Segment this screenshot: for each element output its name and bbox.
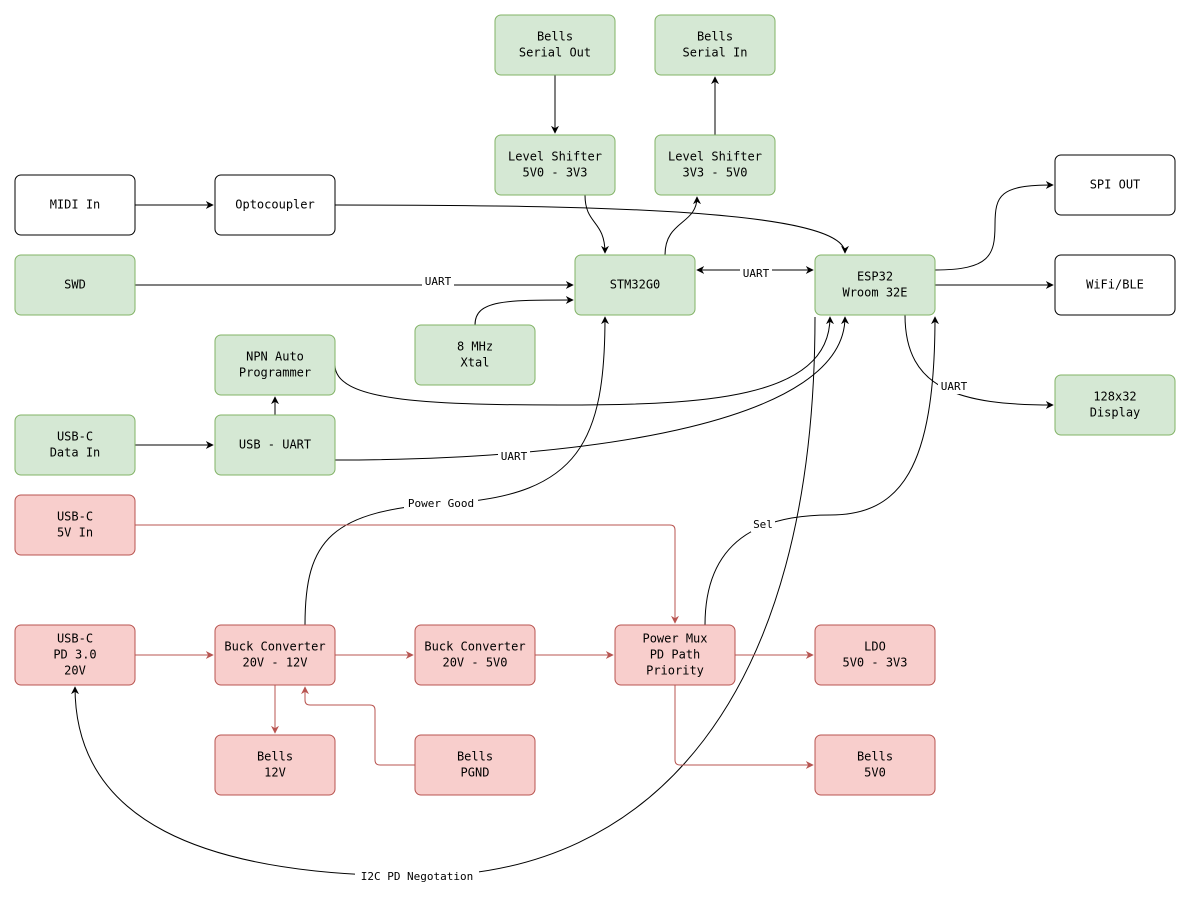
edge-xtal-to-stm32 [474, 296, 574, 326]
edge-label-text: UART [501, 450, 528, 463]
node-label-line: USB-C [57, 510, 93, 524]
node-swd: SWD [14, 254, 136, 316]
node-label-line: MIDI In [50, 198, 101, 212]
node-xtal: 8 MHz Xtal [414, 324, 536, 386]
node-label-line: 3V3 - 5V0 [682, 166, 747, 180]
node-spi-out: SPI OUT [1054, 154, 1176, 216]
node-ldo: LDO 5V0 - 3V3 [814, 624, 936, 686]
node-stm32g0: STM32G0 [574, 254, 696, 316]
edge-level-shifter-5v0-to-stm32 [584, 194, 609, 254]
node-label-line: 8 MHz [457, 340, 493, 354]
node-label-line: SPI OUT [1090, 178, 1141, 192]
node-label-line: STM32G0 [610, 278, 661, 292]
edge-esp32-to-spi-out [934, 181, 1054, 271]
node-label-line: Xtal [461, 356, 490, 370]
nodes: Bells Serial Out Bells Serial In Level S… [14, 14, 1176, 796]
edge-label-text: Sel [753, 518, 773, 531]
edge-label-text: Power Good [408, 497, 474, 510]
node-label-line: ESP32 [857, 270, 893, 284]
node-bells-serial-out: Bells Serial Out [494, 14, 616, 76]
node-label-line: Level Shifter [508, 150, 602, 164]
node-label-line: NPN Auto [246, 350, 304, 364]
node-buck-20v-12v: Buck Converter 20V - 12V [214, 624, 336, 686]
node-label-line: 128x32 [1093, 390, 1136, 404]
node-level-shifter-5v0-3v3: Level Shifter 5V0 - 3V3 [494, 134, 616, 196]
node-power-mux: Power Mux PD Path Priority [614, 624, 736, 686]
node-label-line: Priority [646, 664, 704, 678]
node-wifi-ble: WiFi/BLE [1054, 254, 1176, 316]
node-usbc-5v-in: USB-C 5V In [14, 494, 136, 556]
node-label-line: 5V0 - 3V3 [842, 656, 907, 670]
node-label-line: Serial Out [519, 46, 591, 60]
edge-labels: UART UART UART UART Power Good Sel I2C P… [355, 267, 970, 884]
node-label-line: USB - UART [239, 438, 311, 452]
node-display: 128x32 Display [1054, 374, 1176, 436]
node-label-line: Buck Converter [224, 640, 325, 654]
edge-label-usb-uart-esp: UART [498, 450, 530, 464]
node-label-line: Bells [457, 750, 493, 764]
node-label-line: 20V - 12V [242, 656, 307, 670]
node-label-line: Optocoupler [235, 198, 314, 212]
edge-esp32-to-display [904, 314, 1054, 409]
node-label-line: LDO [864, 640, 886, 654]
edge-bells-pgnd-to-buck-12v [301, 686, 415, 766]
node-label-line: Bells [697, 30, 733, 44]
edge-usbc-5v-to-power-mux [135, 524, 679, 624]
edge-npn-to-esp32 [334, 316, 834, 406]
node-label-line: Buck Converter [424, 640, 525, 654]
edge-label-i2c-pd: I2C PD Negotation [355, 870, 479, 884]
node-label-line: WiFi/BLE [1086, 278, 1144, 292]
edge-label-stm-esp-uart: UART [740, 267, 772, 281]
node-label-line: Level Shifter [668, 150, 762, 164]
node-label-line: 5V0 - 3V3 [522, 166, 587, 180]
edge-label-text: UART [941, 380, 968, 393]
node-label-line: Programmer [239, 366, 311, 380]
edge-label-text: I2C PD Negotation [361, 870, 474, 883]
node-label-line: PGND [461, 766, 490, 780]
node-label-line: Wroom 32E [842, 286, 907, 300]
node-label-line: 20V - 5V0 [442, 656, 507, 670]
node-bells-serial-in: Bells Serial In [654, 14, 776, 76]
node-label-line: 20V [64, 664, 86, 678]
node-label-line: Serial In [682, 46, 747, 60]
node-bells-12v: Bells 12V [214, 734, 336, 796]
node-usbc-data-in: USB-C Data In [14, 414, 136, 476]
node-label-line: Bells [537, 30, 573, 44]
node-bells-5v0: Bells 5V0 [814, 734, 936, 796]
node-label-line: USB-C [57, 430, 93, 444]
edge-power-mux-to-bells-5v0 [674, 685, 814, 769]
edge-stm32-to-level-shifter-3v3 [664, 196, 701, 256]
node-optocoupler: Optocoupler [214, 174, 336, 236]
edge-label-swd-uart: UART [422, 275, 454, 290]
node-label-line: PD Path [650, 648, 701, 662]
node-label-line: Data In [50, 446, 101, 460]
edge-label-text: UART [743, 267, 770, 280]
node-label-line: PD 3.0 [53, 648, 96, 662]
edge-label-text: UART [425, 275, 452, 288]
node-label-line: 12V [264, 766, 286, 780]
node-bells-pgnd: Bells PGND [414, 734, 536, 796]
node-buck-20v-5v0: Buck Converter 20V - 5V0 [414, 624, 536, 686]
node-level-shifter-3v3-5v0: Level Shifter 3V3 - 5V0 [654, 134, 776, 196]
edge-label-sel: Sel [751, 518, 775, 532]
node-label-line: USB-C [57, 632, 93, 646]
node-npn-auto-programmer: NPN Auto Programmer [214, 334, 336, 396]
node-label-line: 5V0 [864, 766, 886, 780]
node-label-line: Display [1090, 406, 1141, 420]
edge-optocoupler-to-esp32 [334, 204, 849, 254]
node-label-line: Power Mux [642, 632, 707, 646]
node-esp32: ESP32 Wroom 32E [814, 254, 936, 316]
node-label-line: SWD [64, 278, 86, 292]
node-midi-in: MIDI In [14, 174, 136, 236]
edge-label-esp-display-uart: UART [938, 380, 970, 394]
node-label-line: Bells [857, 750, 893, 764]
edge-label-power-good: Power Good [404, 497, 478, 511]
node-label-line: Bells [257, 750, 293, 764]
node-usbc-pd: USB-C PD 3.0 20V [14, 624, 136, 686]
edge-sel [704, 316, 939, 626]
node-usb-uart: USB - UART [214, 414, 336, 476]
node-label-line: 5V In [57, 526, 93, 540]
edge-usb-uart-to-esp32 [334, 316, 849, 461]
